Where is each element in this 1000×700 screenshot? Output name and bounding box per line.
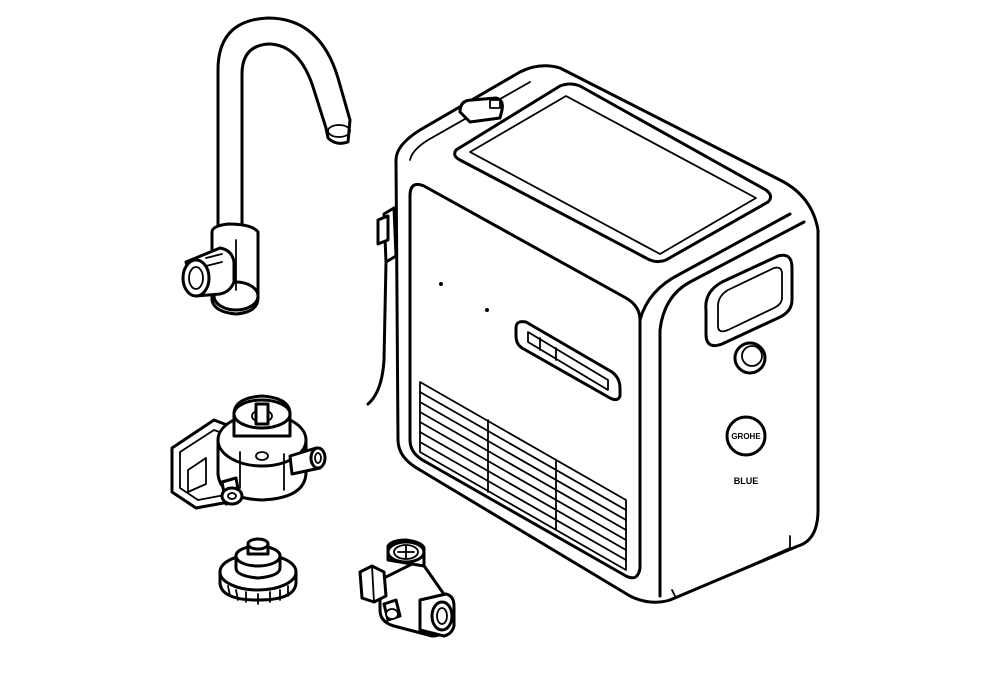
side-display-icon <box>704 253 794 348</box>
gauge-dial-icon <box>393 544 419 560</box>
chiller-icon: GROHE BLUE <box>366 64 820 604</box>
side-knob-icon <box>733 341 767 375</box>
logo-subline: BLUE <box>734 476 759 486</box>
faucet-icon <box>181 16 352 316</box>
adapter-icon <box>218 537 298 605</box>
front-handle-icon <box>514 320 622 402</box>
logo-text: GROHE <box>731 432 761 441</box>
vent-grille-icon <box>419 381 627 571</box>
valve-icon <box>358 538 456 638</box>
filter-head-icon <box>170 394 327 510</box>
brand-logo: GROHE BLUE <box>725 415 767 486</box>
